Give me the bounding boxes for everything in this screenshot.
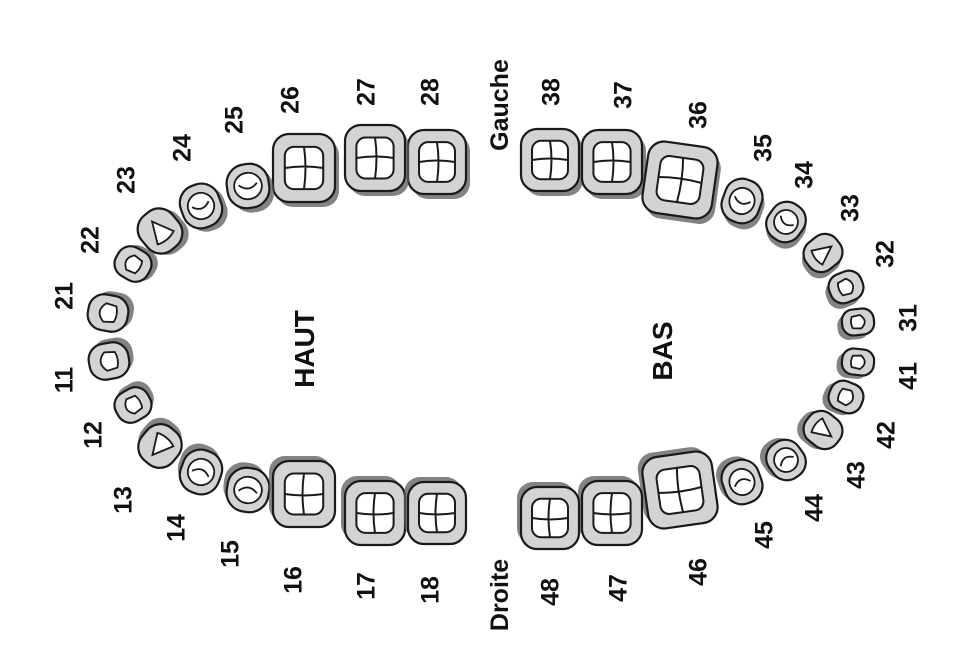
lower-tooth-37 xyxy=(580,128,646,199)
upper-tooth-label-27: 27 xyxy=(353,78,381,106)
lower-tooth-35 xyxy=(720,177,765,230)
upper-tooth-22 xyxy=(113,245,158,283)
upper-tooth-label-11: 11 xyxy=(51,367,79,394)
lower-tooth-31 xyxy=(837,307,876,340)
upper-tooth-14 xyxy=(177,443,224,496)
upper-tooth-16 xyxy=(269,456,337,529)
lower-tooth-48 xyxy=(517,482,581,551)
lower-tooth-34 xyxy=(765,200,807,249)
lower-tooth-label-37: 37 xyxy=(610,81,638,109)
lower-tooth-43 xyxy=(797,409,844,451)
lower-tooth-label-46: 46 xyxy=(685,558,713,586)
lower-tooth-label-41: 41 xyxy=(895,362,923,390)
lower-tooth-45 xyxy=(716,456,764,506)
side-label-droite: Droite xyxy=(486,559,514,631)
lower-tooth-44 xyxy=(760,438,807,482)
lower-tooth-32 xyxy=(825,269,865,309)
lower-tooth-label-34: 34 xyxy=(791,161,819,189)
upper-tooth-label-24: 24 xyxy=(169,134,197,162)
upper-tooth-label-15: 15 xyxy=(217,540,245,568)
upper-tooth-21 xyxy=(86,291,134,333)
lower-tooth-46 xyxy=(637,447,719,530)
lower-tooth-label-32: 32 xyxy=(872,240,900,268)
lower-tooth-42 xyxy=(822,379,865,416)
lower-tooth-47 xyxy=(578,476,644,547)
upper-tooth-11 xyxy=(87,337,134,381)
lower-tooth-38 xyxy=(519,127,583,196)
lower-tooth-label-38: 38 xyxy=(538,78,566,106)
lower-tooth-label-47: 47 xyxy=(605,574,633,602)
teeth-layer xyxy=(86,123,876,551)
upper-tooth-12 xyxy=(113,381,154,424)
lower-tooth-label-43: 43 xyxy=(843,461,871,489)
upper-tooth-15 xyxy=(223,462,271,514)
upper-tooth-label-22: 22 xyxy=(77,226,105,254)
upper-tooth-label-12: 12 xyxy=(80,421,108,449)
upper-tooth-label-23: 23 xyxy=(113,166,141,194)
lower-tooth-label-45: 45 xyxy=(751,521,779,549)
upper-tooth-label-21: 21 xyxy=(51,282,79,310)
upper-tooth-18 xyxy=(404,477,468,546)
side-label-gauche: Gauche xyxy=(486,59,514,151)
lower-tooth-label-33: 33 xyxy=(837,194,865,222)
upper-tooth-label-25: 25 xyxy=(221,106,249,134)
upper-tooth-label-14: 14 xyxy=(163,514,191,542)
lower-tooth-label-35: 35 xyxy=(750,134,778,162)
upper-tooth-label-18: 18 xyxy=(417,576,445,604)
upper-tooth-23 xyxy=(136,207,189,255)
upper-tooth-label-26: 26 xyxy=(277,86,305,114)
upper-tooth-17 xyxy=(341,476,407,547)
lower-tooth-label-48: 48 xyxy=(537,578,565,606)
lower-tooth-41 xyxy=(836,347,876,379)
upper-tooth-25 xyxy=(225,162,275,213)
upper-tooth-label-28: 28 xyxy=(417,78,445,106)
lower-tooth-36 xyxy=(641,140,721,224)
lower-tooth-label-31: 31 xyxy=(895,304,923,332)
upper-tooth-28 xyxy=(406,128,470,199)
upper-tooth-27 xyxy=(343,123,409,196)
lower-tooth-label-36: 36 xyxy=(685,101,713,129)
upper-tooth-13 xyxy=(137,417,183,469)
upper-tooth-label-13: 13 xyxy=(110,486,138,514)
upper-tooth-24 xyxy=(178,182,228,232)
lower-tooth-label-42: 42 xyxy=(873,421,901,449)
upper-jaw-label: HAUT xyxy=(289,310,320,388)
lower-tooth-label-44: 44 xyxy=(801,494,829,522)
upper-tooth-26 xyxy=(271,132,339,207)
upper-tooth-label-16: 16 xyxy=(280,566,308,594)
lower-tooth-33 xyxy=(802,232,844,279)
upper-tooth-label-17: 17 xyxy=(353,572,381,600)
lower-jaw-label: BAS xyxy=(647,321,678,380)
